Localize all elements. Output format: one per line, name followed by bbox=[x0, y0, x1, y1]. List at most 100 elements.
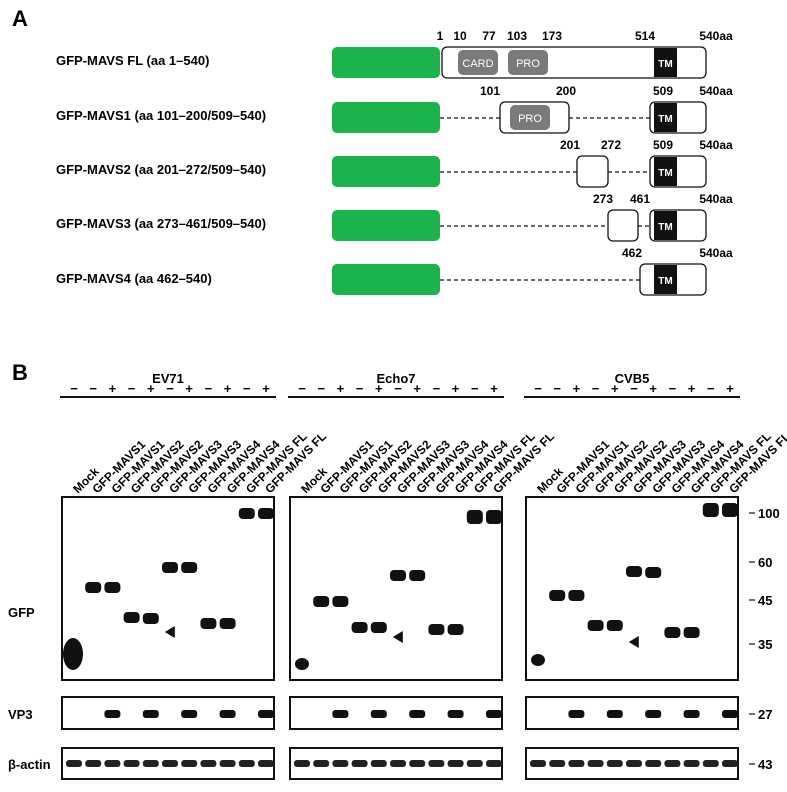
mavs3-num-461: 461 bbox=[630, 192, 650, 206]
actin-band bbox=[568, 760, 585, 767]
gfp-band bbox=[162, 562, 178, 573]
mavs-fl-body bbox=[441, 46, 707, 79]
vp3-band bbox=[606, 710, 623, 718]
infection-sign: + bbox=[109, 381, 117, 396]
vp3-band bbox=[181, 710, 198, 718]
pro-domain-mavs1-label: PRO bbox=[518, 113, 542, 125]
gfp-band bbox=[702, 503, 719, 517]
actin-band bbox=[466, 760, 483, 767]
actin-band bbox=[702, 760, 719, 767]
infection-sign: + bbox=[147, 381, 155, 396]
actin-band bbox=[313, 760, 330, 767]
gfp-box-mavs4 bbox=[332, 264, 440, 295]
infection-sign: − bbox=[592, 381, 600, 396]
vp3-band bbox=[409, 710, 426, 718]
infection-sign: − bbox=[243, 381, 251, 396]
actin-band bbox=[683, 760, 700, 767]
gfp-band bbox=[200, 618, 217, 629]
mw-35: 35 bbox=[758, 637, 772, 652]
gfp-band bbox=[568, 590, 585, 601]
infection-sign: + bbox=[649, 381, 657, 396]
tm-domain-mavs2 bbox=[654, 157, 677, 186]
gfp-band bbox=[486, 510, 502, 524]
mavs2-num-272: 272 bbox=[601, 138, 621, 152]
infection-sign: − bbox=[205, 381, 213, 396]
gfp-band bbox=[645, 567, 662, 578]
actin-band bbox=[351, 760, 368, 767]
actin-band bbox=[332, 760, 349, 767]
mavs3-num-273: 273 bbox=[593, 192, 613, 206]
fl-num-1: 1 bbox=[437, 29, 444, 43]
gfp-box-fl bbox=[332, 47, 440, 78]
fl-num-10: 10 bbox=[453, 29, 467, 43]
fl-num-514: 514 bbox=[635, 29, 655, 43]
card-domain bbox=[458, 50, 498, 75]
actin-band bbox=[722, 760, 738, 767]
row-label-actin: β-actin bbox=[8, 757, 51, 772]
tm-domain-fl bbox=[654, 48, 677, 77]
card-domain-label: CARD bbox=[462, 58, 493, 70]
gfp-band bbox=[85, 582, 102, 593]
actin-band bbox=[123, 760, 140, 767]
gfp-box-mavs3 bbox=[332, 210, 440, 241]
gfp-band bbox=[587, 620, 604, 631]
infection-sign: − bbox=[534, 381, 542, 396]
vp3-blot-echo7 bbox=[289, 696, 503, 730]
mavs1-num-101: 101 bbox=[480, 84, 500, 98]
mavs4-num-540: 540aa bbox=[699, 246, 733, 260]
vp3-band bbox=[645, 710, 662, 718]
infection-sign: + bbox=[337, 381, 345, 396]
gfp-band bbox=[258, 508, 274, 519]
mw-100: 100 bbox=[758, 506, 780, 521]
vp3-band bbox=[486, 710, 502, 718]
arrowhead-icon bbox=[164, 626, 175, 638]
gfp-band bbox=[238, 508, 255, 519]
mavs4-num-462: 462 bbox=[622, 246, 642, 260]
mavs2-num-201: 201 bbox=[560, 138, 580, 152]
vp3-band bbox=[722, 710, 738, 718]
gfp-band bbox=[390, 570, 406, 581]
infection-sign: − bbox=[298, 381, 306, 396]
tm-domain-mavs1 bbox=[654, 103, 677, 132]
infection-sign: + bbox=[185, 381, 193, 396]
gfp-band bbox=[549, 590, 566, 601]
fl-num-173: 173 bbox=[542, 29, 562, 43]
gfp-band bbox=[447, 624, 464, 635]
actin-band bbox=[664, 760, 681, 767]
gfp-band bbox=[332, 596, 349, 607]
construct-label-mavs1: GFP-MAVS1 (aa 101–200/509–540) bbox=[56, 108, 266, 123]
mavs2-num-540: 540aa bbox=[699, 138, 733, 152]
infection-sign: − bbox=[166, 381, 174, 396]
mavs2-num-509: 509 bbox=[653, 138, 673, 152]
western-blot-panel: EV71−−+−+−+−+−+MockGFP-MAVS1GFP-MAVS1GFP… bbox=[60, 371, 787, 780]
fl-num-540: 540aa bbox=[699, 29, 733, 43]
infection-sign: − bbox=[669, 381, 677, 396]
construct-label-mavs4: GFP-MAVS4 (aa 462–540) bbox=[56, 271, 212, 286]
row-label-gfp: GFP bbox=[8, 605, 35, 620]
mw-43: 43 bbox=[758, 757, 772, 772]
gfp-band bbox=[722, 503, 738, 517]
infection-sign: + bbox=[611, 381, 619, 396]
arrowhead-icon bbox=[392, 631, 403, 643]
actin-band bbox=[606, 760, 623, 767]
infection-sign: + bbox=[688, 381, 696, 396]
actin-band bbox=[447, 760, 464, 767]
actin-band bbox=[587, 760, 604, 767]
infection-sign: − bbox=[707, 381, 715, 396]
actin-band bbox=[219, 760, 236, 767]
fl-num-103: 103 bbox=[507, 29, 527, 43]
virus-title-echo7: Echo7 bbox=[376, 371, 415, 386]
actin-band bbox=[294, 760, 310, 767]
pro-domain-fl bbox=[508, 50, 548, 75]
gfp-band bbox=[63, 638, 83, 670]
infection-sign: + bbox=[490, 381, 498, 396]
infection-sign: + bbox=[224, 381, 232, 396]
infection-sign: + bbox=[262, 381, 270, 396]
gfp-blot-echo7 bbox=[289, 496, 503, 681]
infection-sign: − bbox=[433, 381, 441, 396]
gfp-box-mavs1 bbox=[332, 102, 440, 133]
vp3-band bbox=[104, 710, 121, 718]
actin-band bbox=[645, 760, 662, 767]
tm-domain-fl-label: TM bbox=[658, 59, 672, 70]
